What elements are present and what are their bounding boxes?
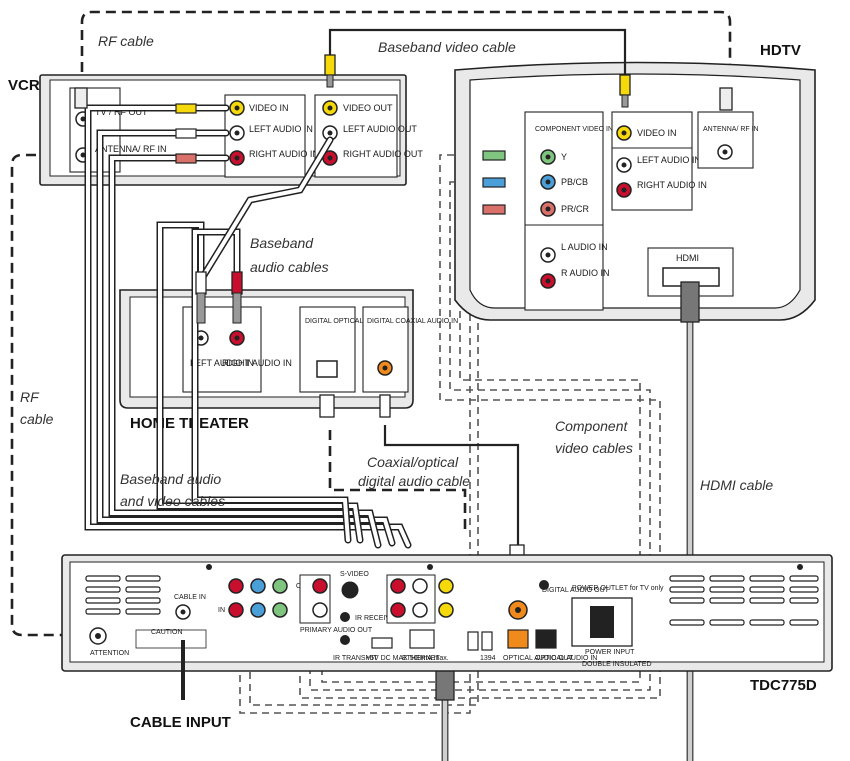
hdtv-title: HDTV: [760, 42, 801, 59]
hdtv-antenna-rf-in-label: ANTENNA/ RF IN: [703, 126, 759, 133]
rf-cable-top: [80, 10, 732, 88]
hdtv-video-in-label: VIDEO IN: [637, 128, 677, 138]
vcr-tv-rf-out-label: TV / RF OUT: [95, 107, 148, 117]
caption-baseband-av-1: Baseband audio: [120, 471, 221, 487]
ht-digital-optical-label: DIGITAL OPTICAL AUDIO IN: [305, 318, 396, 325]
ht-digital-coaxial-label: DIGITAL COAXIAL AUDIO IN: [367, 318, 458, 325]
caption-coaxial-optical-1: Coaxial/optical: [367, 454, 459, 470]
hdtv-component-video-in-label: COMPONENT VIDEO IN: [535, 126, 613, 133]
hdtv-l-audio-in-label: L AUDIO IN: [561, 242, 608, 252]
ht-right-audio-in-label: RIGHT AUDIO IN: [222, 358, 292, 368]
coaxial-optical-dash: [328, 430, 467, 535]
tdc-caution-label: CAUTION: [151, 629, 183, 636]
tdc-primary-audio-out-label: PRIMARY AUDIO OUT: [300, 627, 373, 634]
vcr-right-audio-out-label: RIGHT AUDIO OUT: [343, 149, 423, 159]
tdc775d-title: TDC775D: [750, 677, 817, 694]
caption-hdmi-cable: HDMI cable: [700, 477, 773, 493]
tdc-ethernet-label: ETHERNET: [402, 655, 440, 662]
home-theater-device: LEFT AUDIO IN RIGHT AUDIO IN DIGITAL OPT…: [119, 289, 458, 409]
caption-rf-cable-top: RF cable: [98, 33, 154, 49]
baseband-cables: [84, 28, 627, 549]
tdc-usb-rating-label: +5V DC MAX 500mA max.: [366, 655, 449, 662]
vcr-right-audio-in-label: RIGHT AUDIO IN: [249, 149, 319, 159]
hdmi-cable: [435, 281, 700, 761]
caption-baseband-av-2: and video cables: [120, 493, 225, 509]
vcr-video-in-label: VIDEO IN: [249, 103, 289, 113]
vcr-antenna-rf-in-label: ANTENNA/ RF IN: [95, 144, 167, 154]
caption-rf-cable-left-2: cable: [20, 411, 54, 427]
tdc-optical-audio-out-label: OPTICAL AUDIO OUT: [503, 655, 574, 662]
vcr-left-audio-out-label: LEFT AUDIO OUT: [343, 124, 417, 134]
tdc775d-device: CABLE IN CAUTION ATTENTION OUT IN PRIMAR…: [61, 554, 833, 672]
caption-coaxial-optical-2: digital audio cable: [358, 473, 470, 489]
caption-component-video-2: video cables: [555, 440, 633, 456]
hdtv-right-audio-in-label: RIGHT AUDIO IN: [637, 180, 707, 190]
hdtv-device: COMPONENT VIDEO IN Y PB/CB PR/CR L AUDIO…: [454, 61, 816, 321]
tdc-svideo-label: S-VIDEO: [340, 571, 369, 578]
ht-left-audio-in-label: LEFT AUDIO IN: [190, 358, 254, 368]
caption-component-video-1: Component: [555, 418, 628, 434]
tdc-double-insulated-label: DOUBLE INSULATED: [582, 661, 652, 668]
vcr-video-out-label: VIDEO OUT: [343, 103, 393, 113]
hdtv-r-audio-in-label: R AUDIO IN: [561, 268, 610, 278]
tdc-ir-receive-label: IR RECEIVE: [355, 615, 395, 622]
tdc-ethernet-port: [409, 629, 435, 649]
vcr-left-audio-in-label: LEFT AUDIO IN: [249, 124, 313, 134]
tdc-power-outlet-label: POWER OUTLET for TV only: [572, 585, 664, 592]
tdc-svideo-port: [341, 581, 359, 599]
tdc-in-label: IN: [218, 607, 225, 614]
hdtv-left-audio-in-label: LEFT AUDIO IN: [637, 155, 701, 165]
tdc-cable-in-label: CABLE IN: [174, 594, 206, 601]
cable-input-label: CABLE INPUT: [130, 714, 231, 731]
ht-optical-port: [316, 360, 338, 378]
caption-baseband-video-cable: Baseband video cable: [378, 39, 516, 55]
tdc-digital-audio-out-label: DIGITAL AUDIO OUT: [542, 587, 610, 594]
tdc-power-input-label: POWER INPUT: [585, 649, 635, 656]
hdtv-hdmi-label: HDMI: [676, 253, 699, 263]
caption-baseband-audio-1: Baseband: [250, 235, 314, 251]
rf-cable-left: [10, 153, 70, 637]
hdtv-pbcb-label: PB/CB: [561, 177, 588, 187]
vcr-title: VCR: [8, 77, 40, 94]
tdc-optical-audio-in-label: OPTICAL AUDIO IN: [535, 655, 597, 662]
hdtv-prcr-label: PR/CR: [561, 204, 590, 214]
hdtv-y-label: Y: [561, 152, 567, 162]
tdc-ir-transmit-label: IR TRANSMIT: [333, 655, 378, 662]
caption-baseband-audio-2: audio cables: [250, 259, 329, 275]
tdc-attention-label: ATTENTION: [90, 650, 129, 657]
tdc-1394-label: 1394: [480, 655, 496, 662]
home-theater-title: HOME THEATER: [130, 415, 249, 432]
caption-rf-cable-left-1: RF: [20, 389, 40, 405]
